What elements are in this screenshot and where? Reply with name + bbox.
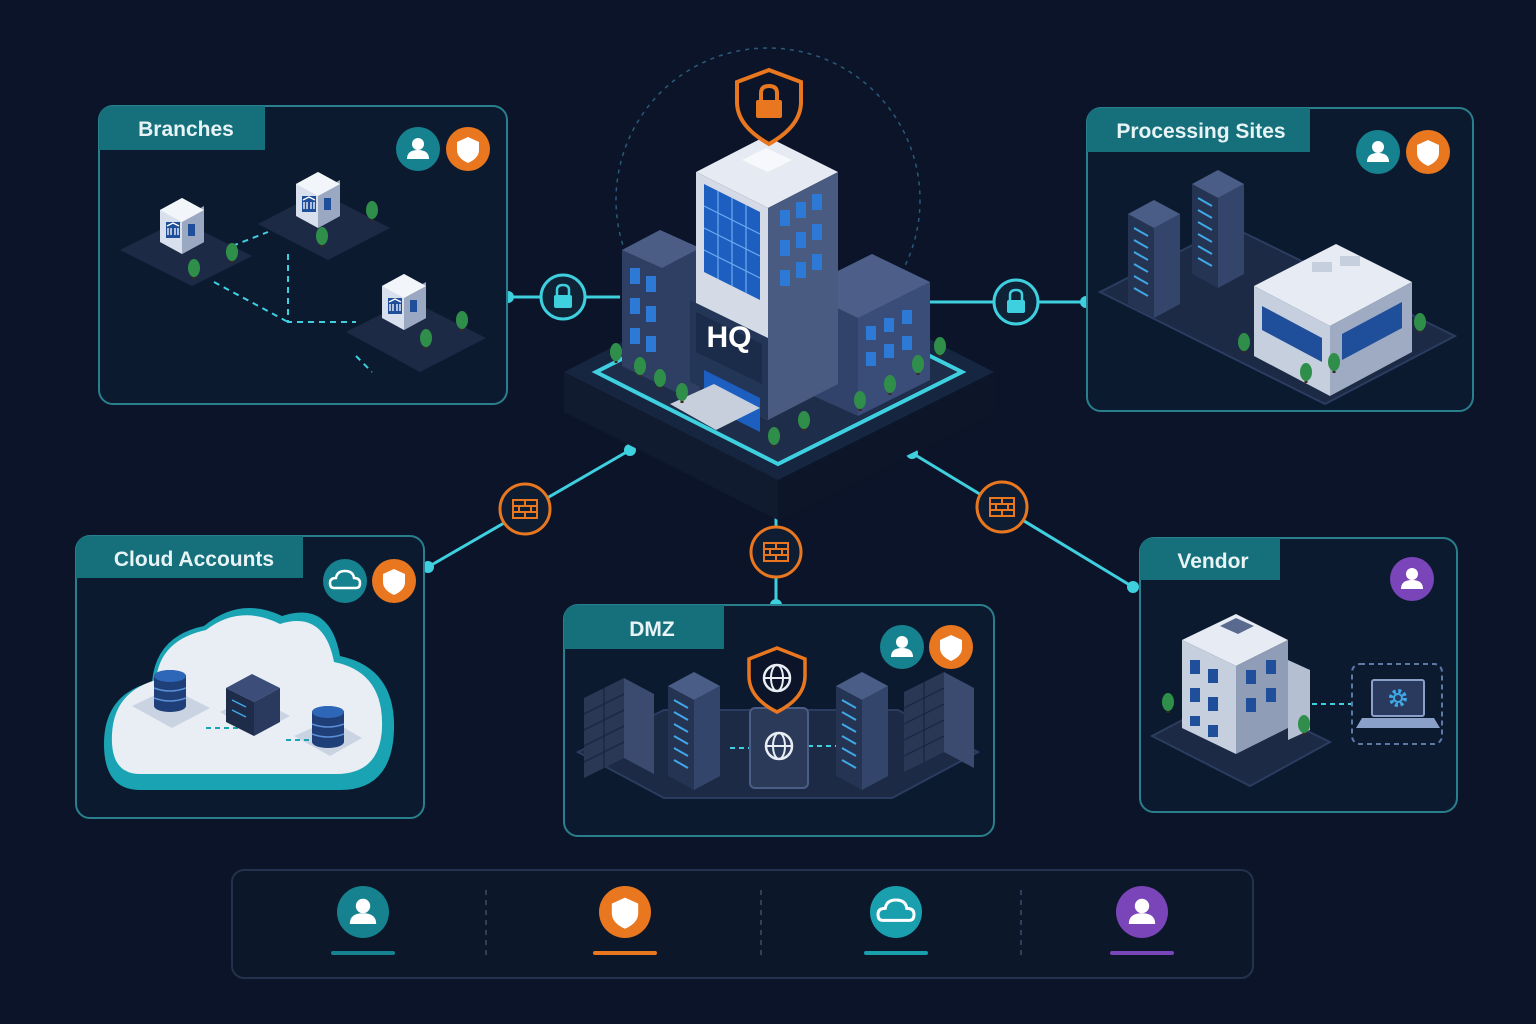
web-gateway [749, 707, 809, 789]
server-rack [1191, 169, 1245, 289]
gear-icon [1389, 689, 1407, 707]
server-rack [1127, 199, 1181, 319]
firewall-node-dmz[interactable] [749, 525, 803, 579]
legend-underline [1110, 951, 1174, 955]
lock-node-branches[interactable] [539, 273, 587, 321]
shield-badge [372, 559, 416, 603]
zone-title-vendor: Vendor [1177, 550, 1248, 573]
database-icon [153, 669, 187, 713]
firewall-node-vendor[interactable] [975, 480, 1029, 534]
database-icon [311, 705, 345, 749]
cloud-resources [132, 669, 362, 756]
vendor-remote-device[interactable] [1351, 663, 1443, 745]
zone-title-dmz: DMZ [629, 618, 675, 641]
hq-security-shield [735, 67, 803, 147]
legend-bar [231, 869, 1254, 979]
zone-dmz[interactable]: DMZ [563, 604, 995, 837]
vendor-user-badge [1390, 557, 1434, 601]
hq-security-perimeter [615, 47, 921, 353]
compute-node-icon [226, 674, 280, 736]
shield-badge [446, 127, 490, 171]
zone-vendor[interactable]: Vendor [1139, 537, 1458, 813]
cloud-badge [323, 559, 367, 603]
user-badge [396, 127, 440, 171]
legend-item [331, 886, 395, 955]
lock-icon [756, 83, 782, 118]
lock-node-processing[interactable] [992, 278, 1040, 326]
firewall-node-cloud[interactable] [498, 482, 552, 536]
vendor-building [1162, 614, 1310, 754]
zone-title-processing-sites: Processing Sites [1116, 120, 1285, 143]
shield-badge [1406, 130, 1450, 174]
user-badge [880, 625, 924, 669]
hq-stairs [670, 384, 760, 430]
server-rack [835, 671, 889, 791]
processing-building [1238, 244, 1426, 396]
legend-item [1110, 886, 1174, 955]
hq-label: HQ [707, 321, 752, 354]
shield-badge [929, 625, 973, 669]
zone-branches[interactable]: Branches [98, 105, 508, 405]
legend-underline [593, 951, 657, 955]
branch-building [346, 273, 486, 372]
zone-processing-sites[interactable]: Processing Sites [1086, 107, 1474, 1008]
zone-title-branches: Branches [138, 118, 234, 141]
dmz-web-shield [747, 646, 807, 714]
server-rack [667, 671, 721, 791]
branch-building [258, 171, 390, 260]
legend-underline [331, 951, 395, 955]
globe-icon [762, 663, 792, 693]
legend-underline [864, 951, 928, 955]
user-badge [1356, 130, 1400, 174]
branch-building [120, 197, 252, 286]
branch-network-links [213, 231, 373, 373]
legend-item [593, 886, 657, 955]
legend-item [864, 886, 928, 955]
hq-campus[interactable]: HQ [564, 47, 994, 520]
zone-cloud-accounts[interactable]: Cloud Accounts [75, 535, 425, 819]
zone-title-cloud-accounts: Cloud Accounts [114, 548, 274, 571]
